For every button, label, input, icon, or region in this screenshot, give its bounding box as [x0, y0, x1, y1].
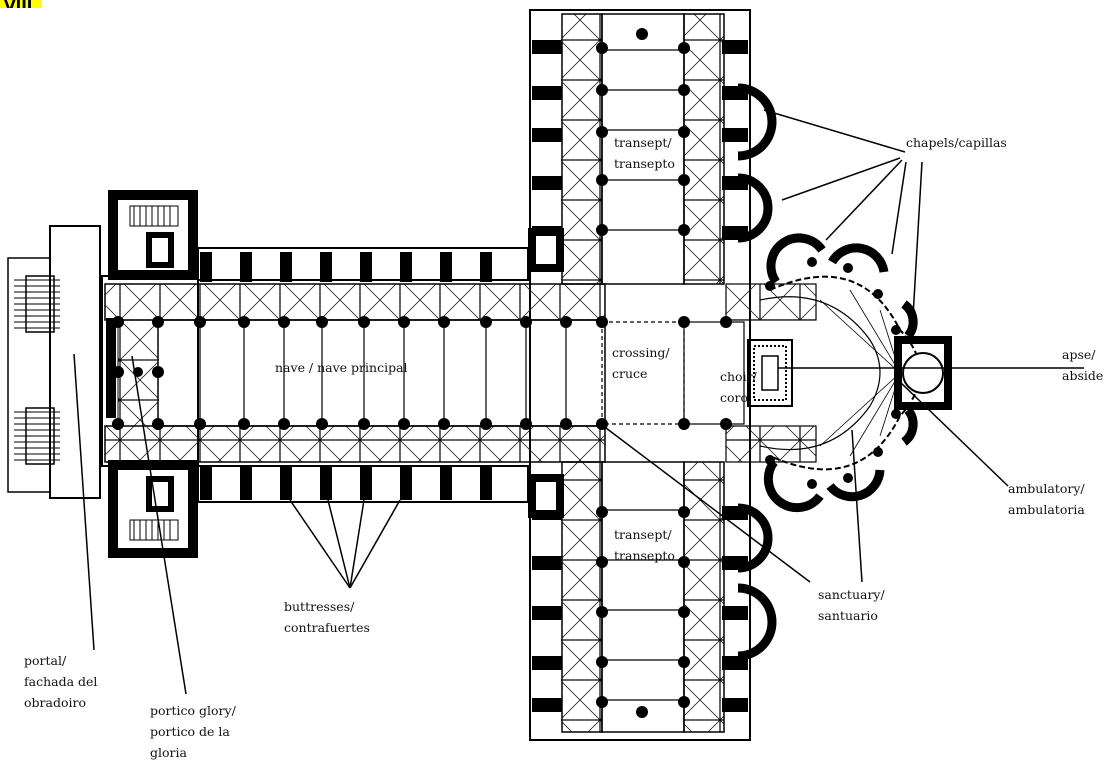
- nave-structure: [104, 247, 606, 503]
- label-buttresses: buttresses/contrafuertes: [284, 599, 370, 635]
- label-nave: nave / nave principal: [275, 360, 408, 375]
- label-crossing: crossing/cruce: [612, 345, 670, 381]
- west-facade: [7, 225, 101, 499]
- label-sanctuary: sanctuary/santuario: [818, 587, 885, 623]
- west-towers: [101, 190, 199, 558]
- transept-chapels: [737, 83, 777, 661]
- apse-ambulatory: [747, 233, 952, 513]
- label-apse: apse/abside: [1062, 347, 1104, 383]
- label-transept-south: transept/transepto: [614, 527, 675, 563]
- transept-structure: [528, 9, 817, 741]
- label-chapels: chapels/capillas: [906, 135, 1007, 150]
- label-transept-north: transept/transepto: [614, 135, 675, 171]
- label-ambulatory: ambulatory/ambulatoria: [1008, 481, 1085, 517]
- figure-number-badge: VIII.: [0, 0, 43, 8]
- leader-lines: [73, 109, 1084, 695]
- label-choir: choir/coro: [720, 369, 757, 405]
